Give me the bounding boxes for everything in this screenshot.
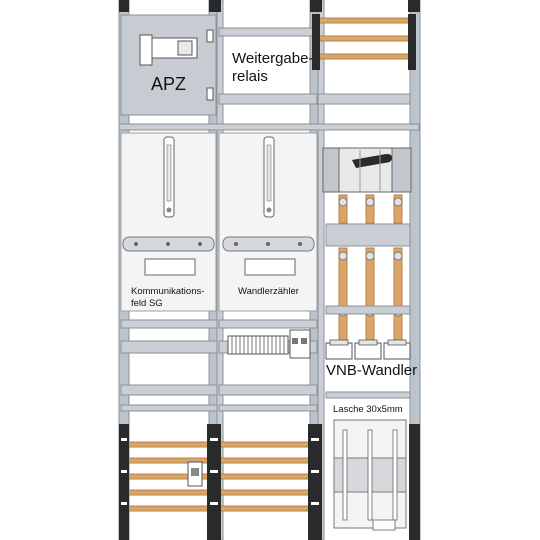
meter-field-wandler [218,132,318,312]
frame-rail-5 [317,0,325,540]
bottom-rail-posts [119,424,420,540]
divider-rail-top [118,123,420,131]
small-terminal [187,461,203,487]
terminal-block [227,329,311,359]
current-transformers [325,339,411,360]
weitergabe-relais-line1: Weitergabe- [232,50,314,67]
wandlerzaehler-label: Wandlerzähler [238,286,299,297]
vertical-copper-conductors [338,194,403,343]
top-rail-posts [119,0,420,12]
main-switch [322,147,412,193]
weitergabe-relais-label: Weitergabe- relais [232,50,313,86]
kommunikationsfeld-line1: Kommunikations- [131,286,205,297]
top-busbars [317,17,411,105]
kommunikationsfeld-line2: feld SG [131,298,163,309]
frame-rail-6 [409,0,421,540]
lasche-label: Lasche 30x5mm [333,404,403,415]
kommunikationsfeld-label: Kommunikations- feld SG [131,286,204,310]
fuse-base [333,419,407,531]
meter-field-komm [120,132,217,312]
bottom-rail-post-marks [121,438,319,505]
vnb-wandler-label: VNB-Wandler [326,362,418,379]
right-din-rails [325,223,411,315]
apz-panel [120,14,217,116]
top-busbar-clamps [312,14,416,70]
weitergabe-relais-line2: relais [232,68,268,85]
apz-label: APZ [151,74,187,94]
